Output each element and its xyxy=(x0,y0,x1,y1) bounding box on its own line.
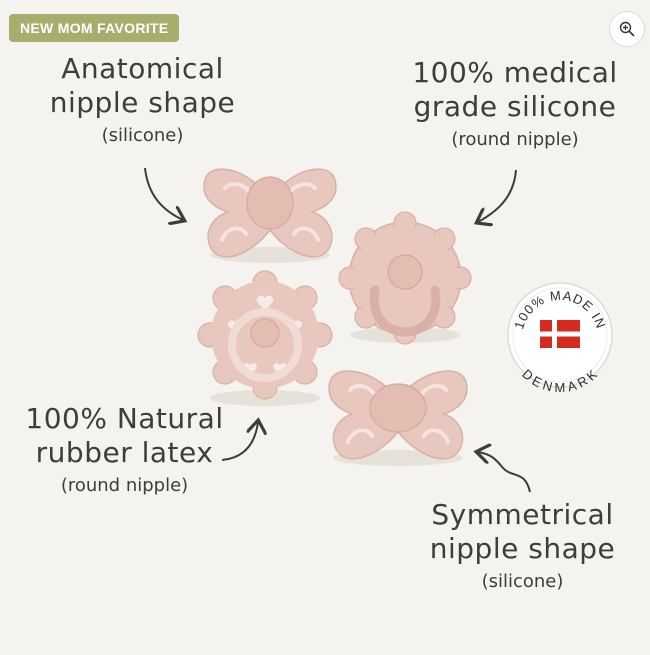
callout-title: 100% Natural xyxy=(25,402,224,435)
callout-symmetrical: Symmetrical nipple shape (silicone) xyxy=(415,498,630,594)
pacifier-flower-medical-icon xyxy=(338,211,472,345)
promo-badge: NEW MOM FAVORITE xyxy=(9,14,180,42)
callout-subtitle: (round nipple) xyxy=(60,475,189,496)
zoom-in-icon xyxy=(619,21,635,37)
callout-title: Anatomical xyxy=(61,52,224,85)
callout-subtitle: (silicone) xyxy=(101,125,184,146)
arrow-icon xyxy=(478,169,517,222)
callout-subtitle: (silicone) xyxy=(481,571,564,592)
arrow-icon xyxy=(144,167,183,220)
callout-medical: 100% medical grade silicone (round nippl… xyxy=(400,56,630,152)
arrow-icon xyxy=(478,452,531,493)
callout-title: rubber latex xyxy=(35,436,214,469)
zoom-button[interactable] xyxy=(609,11,645,47)
made-in-denmark-seal: 100% MADE IN DENMARK xyxy=(507,282,613,395)
callout-title: grade silicone xyxy=(413,90,617,123)
callout-title: nipple shape xyxy=(49,86,236,119)
callout-subtitle: (round nipple) xyxy=(451,129,579,150)
arrow-icon xyxy=(221,422,258,461)
pacifier-butterfly-anatomical-icon xyxy=(203,168,337,263)
callout-title: 100% medical xyxy=(412,56,618,89)
callout-natural: 100% Natural rubber latex (round nipple) xyxy=(22,402,227,498)
callout-title: Symmetrical xyxy=(431,498,614,531)
pacifier-butterfly-symmetrical-icon xyxy=(328,370,468,466)
pacifier-heart-latex-icon xyxy=(197,270,333,406)
callout-title: nipple shape xyxy=(429,532,616,565)
callout-anatomical: Anatomical nipple shape (silicone) xyxy=(40,52,245,148)
denmark-flag-icon xyxy=(540,320,580,348)
